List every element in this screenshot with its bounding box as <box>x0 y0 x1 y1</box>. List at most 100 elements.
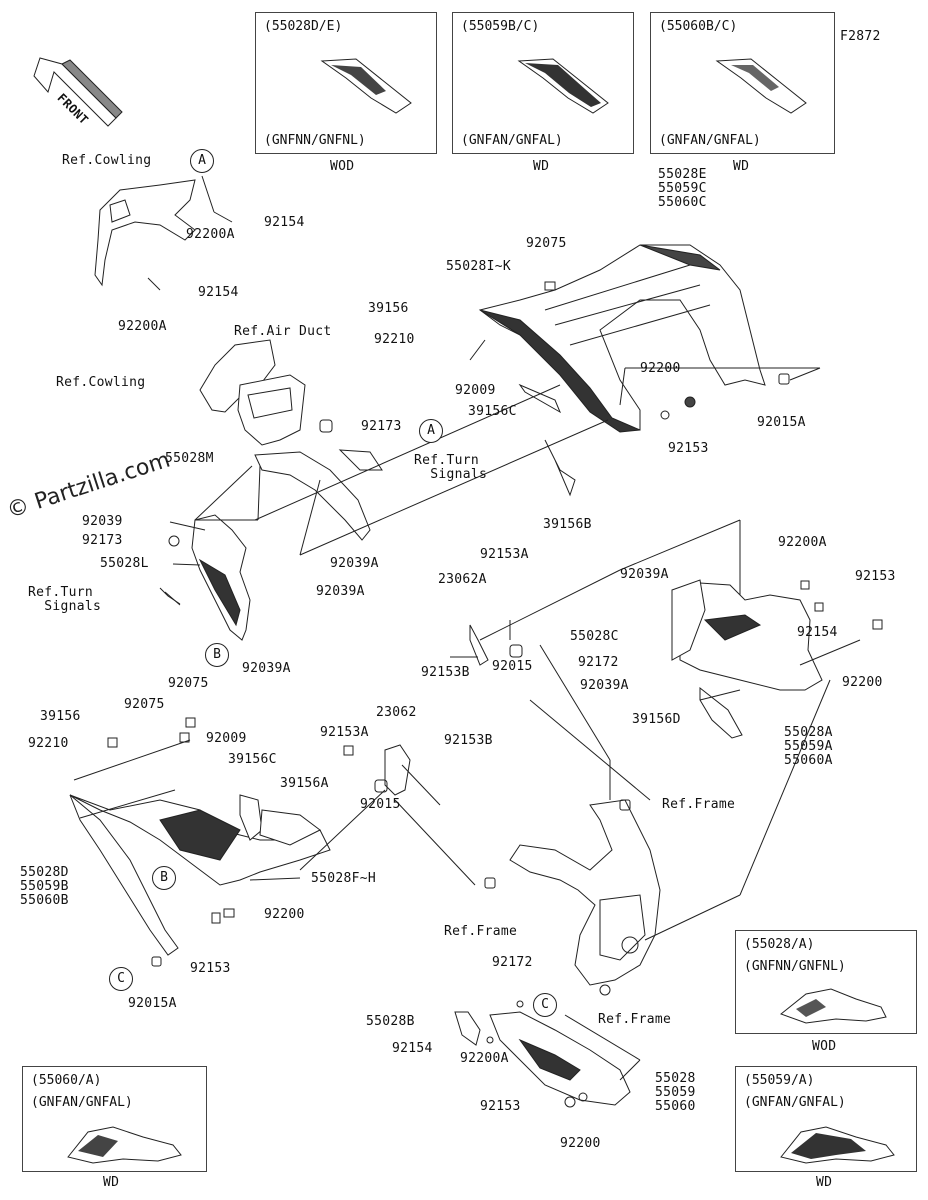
callout-a: A <box>190 149 214 173</box>
variant-box-55059bc: (55059B/C) (GNFAN/GNFAL) <box>452 12 634 154</box>
part-label: 92200 <box>640 361 681 376</box>
variant-color: (GNFAN/GNFAL) <box>744 1095 846 1110</box>
part-label: 23062 <box>376 705 417 720</box>
part-label: 92009 <box>455 383 496 398</box>
variant-code: (55060B/C) <box>659 19 738 34</box>
part-label: 39156D <box>632 712 681 727</box>
ref-label: Ref.Frame <box>444 924 518 939</box>
part-label: 92015A <box>757 415 806 430</box>
part-label: 55028B <box>366 1014 415 1029</box>
callout-b: B <box>152 866 176 890</box>
part-label: 92153A <box>320 725 369 740</box>
figure-id: F2872 <box>840 29 881 44</box>
variant-color: (GNFAN/GNFAL) <box>659 133 761 148</box>
ref-label: Ref.Cowling <box>62 153 152 168</box>
part-label: 92075 <box>168 676 209 691</box>
part-label: 92154 <box>198 285 239 300</box>
variant-color: (GNFAN/GNFAL) <box>461 133 563 148</box>
part-label: 55028M <box>165 451 214 466</box>
part-label: 92210 <box>374 332 415 347</box>
variant-color: (GNFNN/GNFNL) <box>264 133 366 148</box>
part-label: 92200 <box>264 907 305 922</box>
part-label: 92153B <box>444 733 493 748</box>
part-label: 92172 <box>578 655 619 670</box>
variant-code: (55028/A) <box>744 937 815 952</box>
part-label: 92039 <box>82 514 123 529</box>
part-label: 39156A <box>280 776 329 791</box>
part-label: 23062A <box>438 572 487 587</box>
part-label: 92039A <box>580 678 629 693</box>
part-label: 92153 <box>480 1099 521 1114</box>
callout-c: C <box>533 993 557 1017</box>
part-label: 92015A <box>128 996 177 1011</box>
part-label: 92200A <box>460 1051 509 1066</box>
ref-label: Ref.Air Duct <box>234 324 332 339</box>
variant-box-55059a: (55059/A) (GNFAN/GNFAL) <box>735 1066 917 1172</box>
variant-box-55060bc: (55060B/C) (GNFAN/GNFAL) <box>650 12 835 154</box>
variant-caption: WD <box>103 1175 120 1190</box>
variant-code: (55059/A) <box>744 1073 815 1088</box>
part-label: 55028 55059 55060 <box>655 1071 696 1114</box>
variant-caption: WOD <box>330 159 355 174</box>
part-label: 92015 <box>492 659 533 674</box>
part-label: 55028L <box>100 556 149 571</box>
variant-code: (55028D/E) <box>264 19 343 34</box>
ref-label: Ref.Frame <box>662 797 736 812</box>
variant-code: (55060/A) <box>31 1073 102 1088</box>
callout-a: A <box>419 419 443 443</box>
variant-caption: WD <box>733 159 750 174</box>
part-label: 92172 <box>492 955 533 970</box>
variant-caption: WD <box>816 1175 833 1190</box>
part-label: 92153A <box>480 547 529 562</box>
ref-label: Ref.Cowling <box>56 375 146 390</box>
variant-caption: WD <box>533 159 550 174</box>
variant-color: (GNFNN/GNFNL) <box>744 959 846 974</box>
ref-label: Ref.Turn Signals <box>414 453 488 482</box>
variant-box-55028de: (55028D/E) (GNFNN/GNFNL) <box>255 12 437 154</box>
part-label: 92039A <box>242 661 291 676</box>
part-label: 92154 <box>392 1041 433 1056</box>
part-label: 92153B <box>421 665 470 680</box>
variant-box-55028a: (55028/A) (GNFNN/GNFNL) <box>735 930 917 1034</box>
part-label: 92200 <box>842 675 883 690</box>
part-label: 92200 <box>560 1136 601 1151</box>
part-label: 92153 <box>855 569 896 584</box>
ref-label: Ref.Frame <box>598 1012 672 1027</box>
part-label: 92039A <box>316 584 365 599</box>
part-label: 92015 <box>360 797 401 812</box>
part-label: 92200A <box>778 535 827 550</box>
part-label: 39156C <box>228 752 277 767</box>
part-label: 39156B <box>543 517 592 532</box>
part-label: 55028A 55059A 55060A <box>784 725 833 768</box>
ref-label: Ref.Turn Signals <box>28 585 102 614</box>
part-label: 39156 <box>40 709 81 724</box>
part-label: 55028C <box>570 629 619 644</box>
part-label: 39156C <box>468 404 517 419</box>
part-label: 39156 <box>368 301 409 316</box>
part-label: 55028E 55059C 55060C <box>658 167 707 210</box>
front-arrow-icon <box>33 57 123 127</box>
part-label: 92039A <box>620 567 669 582</box>
part-label: 55028D 55059B 55060B <box>20 865 69 908</box>
part-label: 55028I~K <box>446 259 512 274</box>
variant-caption: WOD <box>812 1039 837 1054</box>
part-label: 92039A <box>330 556 379 571</box>
part-label: 55028F~H <box>311 871 377 886</box>
part-label: 92154 <box>797 625 838 640</box>
part-label: 92153 <box>190 961 231 976</box>
part-label: 92009 <box>206 731 247 746</box>
part-label: 92153 <box>668 441 709 456</box>
variant-code: (55059B/C) <box>461 19 540 34</box>
part-label: 92173 <box>82 533 123 548</box>
part-label: 92173 <box>361 419 402 434</box>
callout-c: C <box>109 967 133 991</box>
part-label: 92075 <box>526 236 567 251</box>
part-label: 92210 <box>28 736 69 751</box>
part-label: 92200A <box>118 319 167 334</box>
variant-box-55060a: (55060/A) (GNFAN/GNFAL) <box>22 1066 207 1172</box>
callout-b: B <box>205 643 229 667</box>
variant-color: (GNFAN/GNFAL) <box>31 1095 133 1110</box>
part-label: 92154 <box>264 215 305 230</box>
